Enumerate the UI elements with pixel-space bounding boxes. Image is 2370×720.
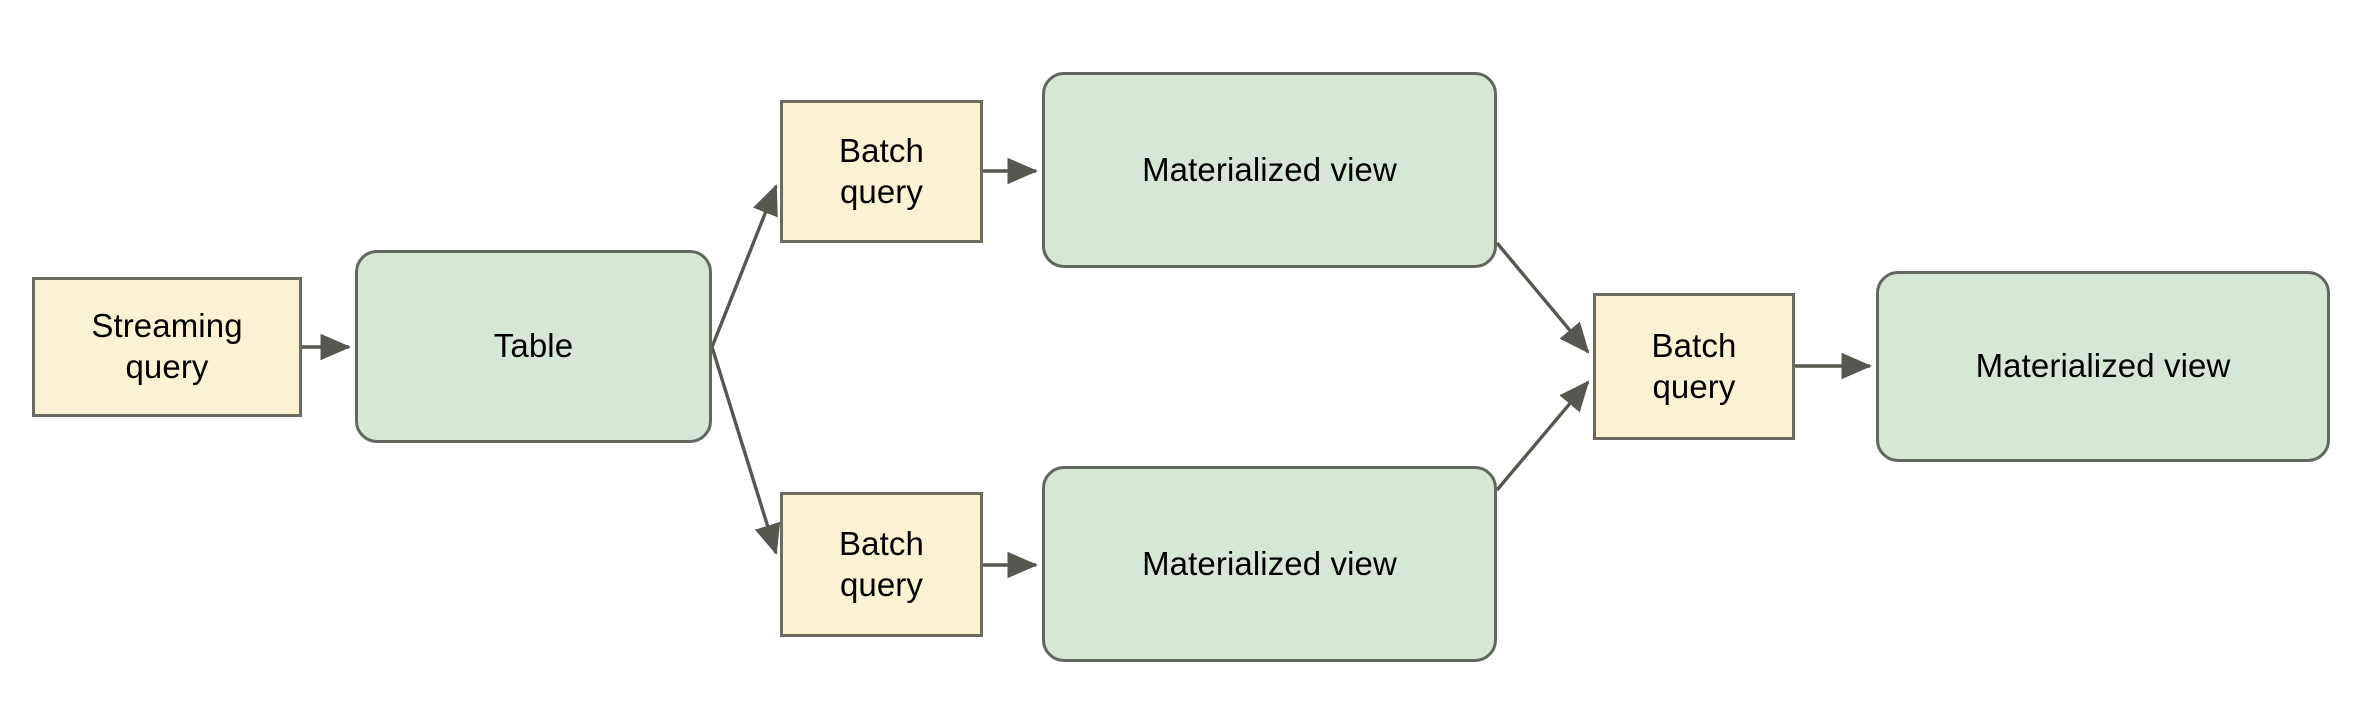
node-batch-query-bottom-label: Batch query [839,524,924,603]
node-table[interactable]: Table [355,250,712,443]
node-batch-query-top-label: Batch query [839,131,924,210]
node-materialized-view-bottom[interactable]: Materialized view [1042,466,1497,662]
edge-table-to-batch-top [710,184,778,348]
node-batch-query-bottom[interactable]: Batch query [780,492,983,637]
node-batch-query-merge-label: Batch query [1651,326,1737,405]
node-streaming-query[interactable]: Streaming query [32,277,302,417]
node-materialized-view-bottom-label: Materialized view [1142,544,1397,582]
node-batch-query-merge[interactable]: Batch query [1593,293,1795,440]
node-materialized-view-top-label: Materialized view [1142,150,1397,188]
node-materialized-view-final-label: Materialized view [1975,347,2231,385]
node-table-label: Table [493,327,574,365]
node-materialized-view-top[interactable]: Materialized view [1042,72,1497,268]
node-streaming-query-label: Streaming query [91,307,243,385]
node-materialized-view-final[interactable]: Materialized view [1876,271,2330,462]
edge-mv-bottom-to-batch-merge [1495,380,1590,492]
node-batch-query-top[interactable]: Batch query [780,100,983,243]
edge-table-to-batch-bottom [710,346,781,555]
edge-mv-top-to-batch-merge [1495,241,1590,354]
